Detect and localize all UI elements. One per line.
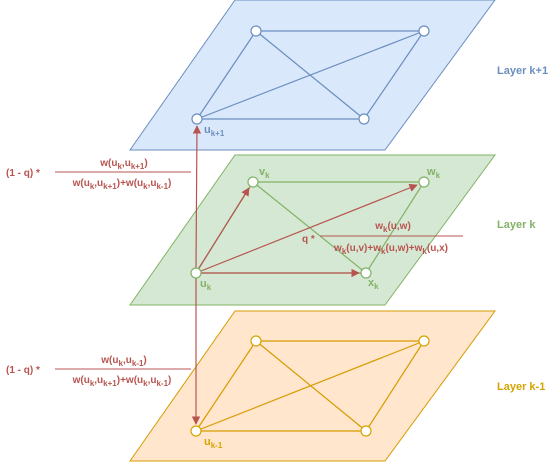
node-w (418, 176, 430, 188)
node-u-mid (190, 267, 202, 279)
formula-up-prefix: (1 - q) * (6, 168, 40, 179)
node-label-x: xk (368, 277, 379, 291)
node-u-top (191, 113, 203, 125)
layer-bottom-label: Layer k-1 (497, 381, 545, 393)
arrow-to-w (200, 183, 418, 272)
formula-up-numerator: w(uk,uk+1) (99, 158, 147, 171)
layer-middle-label: Layer k (497, 219, 536, 231)
formula-down-numerator: w(uk,uk-1) (100, 355, 146, 368)
node-label-u-mid: uk (200, 278, 212, 292)
node-label-u-bot: uk-1 (204, 436, 223, 450)
node-x (360, 267, 372, 279)
top-layer-edges (196, 30, 425, 120)
arrow-up (192, 125, 202, 269)
formula-down: (1 - q) * w(uk,uk-1) w(uk,uk+1)+w(uk,uk-… (6, 355, 191, 388)
top-layer-nodes (191, 25, 430, 125)
formula-same-denominator: wk(u,v)+wk(u,w)+wk(u,x) (333, 243, 448, 256)
transition-arrows (191, 125, 418, 425)
middle-layer-nodes (190, 176, 430, 279)
node-top-3 (358, 113, 370, 125)
node-bot-2 (418, 335, 430, 347)
formula-same-prefix: q * (302, 234, 315, 245)
node-v (247, 176, 259, 188)
node-label-w: wk (426, 166, 441, 180)
node-bot-3 (360, 425, 372, 437)
node-top-2 (418, 25, 430, 37)
layer-top-label: Layer k+1 (497, 65, 548, 77)
formula-same: q * wk(u,w) wk(u,v)+wk(u,w)+wk(u,x) (302, 221, 463, 256)
bottom-layer-nodes (190, 335, 430, 437)
formula-down-prefix: (1 - q) * (6, 365, 40, 376)
layer-bottom-plane (129, 310, 496, 462)
formula-same-numerator: wk(u,w) (374, 221, 411, 234)
bottom-layer-edges (195, 340, 425, 432)
formula-up-denominator: w(uk,uk+1)+w(uk,uk-1) (72, 178, 172, 191)
formula-down-denominator: w(uk,uk+1)+w(uk,uk-1) (72, 375, 172, 388)
layer-top-plane (129, 0, 496, 151)
arrow-to-v (198, 187, 250, 269)
node-label-u-top: uk+1 (204, 124, 225, 138)
node-label-v: vk (259, 166, 270, 180)
node-top-1 (250, 25, 262, 37)
node-u-bot (190, 425, 202, 437)
node-bot-1 (250, 335, 262, 347)
formula-up: (1 - q) * w(uk,uk+1) w(uk,uk+1)+w(uk,uk-… (6, 158, 191, 191)
